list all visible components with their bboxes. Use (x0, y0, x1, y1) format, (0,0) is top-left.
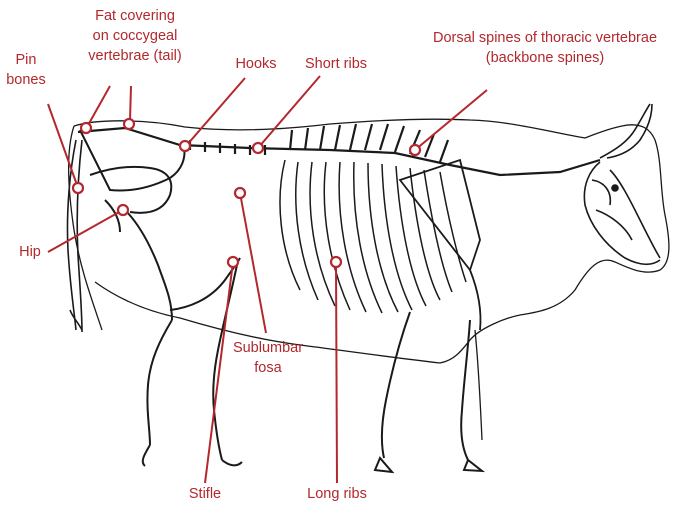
label-sublumbar-fosa-line-1: Sublumbar (228, 338, 308, 358)
label-fat-covering: Fat covering on coccygeal vertebrae (tai… (80, 6, 190, 66)
leader-short-ribs (258, 76, 320, 148)
label-dorsal-spines-line-1: Dorsal spines of thoracic vertebrae (420, 28, 670, 48)
ribs (280, 160, 466, 313)
fore-leg (375, 312, 482, 472)
marker-fat-covering-2 (124, 119, 134, 129)
leader-fat-covering-2 (130, 86, 131, 120)
marker-short-ribs (253, 143, 263, 153)
leader-sublumbar-fosa (240, 193, 266, 333)
leader-long-ribs (336, 262, 337, 483)
marker-stifle (228, 257, 238, 267)
marker-hip (118, 205, 128, 215)
label-fat-covering-line-1: Fat covering (80, 6, 190, 26)
head-sketch (584, 104, 660, 264)
leader-hooks (186, 78, 245, 146)
marker-fat-covering-1 (81, 123, 91, 133)
label-sublumbar-fosa-line-2: fosa (228, 358, 308, 378)
label-short-ribs: Short ribs (294, 54, 378, 74)
marker-long-ribs (331, 257, 341, 267)
label-sublumbar-fosa: Sublumbar fosa (228, 338, 308, 378)
marker-hooks (180, 141, 190, 151)
label-hooks: Hooks (228, 54, 284, 74)
label-hip: Hip (14, 242, 46, 262)
hind-leg (125, 210, 242, 466)
label-fat-covering-line-2: on coccygeal (80, 26, 190, 46)
label-pin-bones: Pin bones (6, 50, 46, 90)
label-dorsal-spines-line-2: (backbone spines) (420, 48, 670, 68)
marker-sublumbar-fosa (235, 188, 245, 198)
marker-pin-bones (73, 183, 83, 193)
label-pin-bones-line-1: Pin (6, 50, 46, 70)
marker-dorsal-spines (410, 145, 420, 155)
leader-lines (48, 76, 487, 483)
label-stifle: Stifle (180, 484, 230, 504)
label-pin-bones-line-2: bones (6, 70, 46, 90)
leader-pin-bones (48, 104, 77, 185)
label-dorsal-spines: Dorsal spines of thoracic vertebrae (bac… (420, 28, 670, 68)
leader-hip (48, 211, 121, 252)
label-fat-covering-line-3: vertebrae (tail) (80, 46, 190, 66)
label-long-ribs: Long ribs (294, 484, 380, 504)
